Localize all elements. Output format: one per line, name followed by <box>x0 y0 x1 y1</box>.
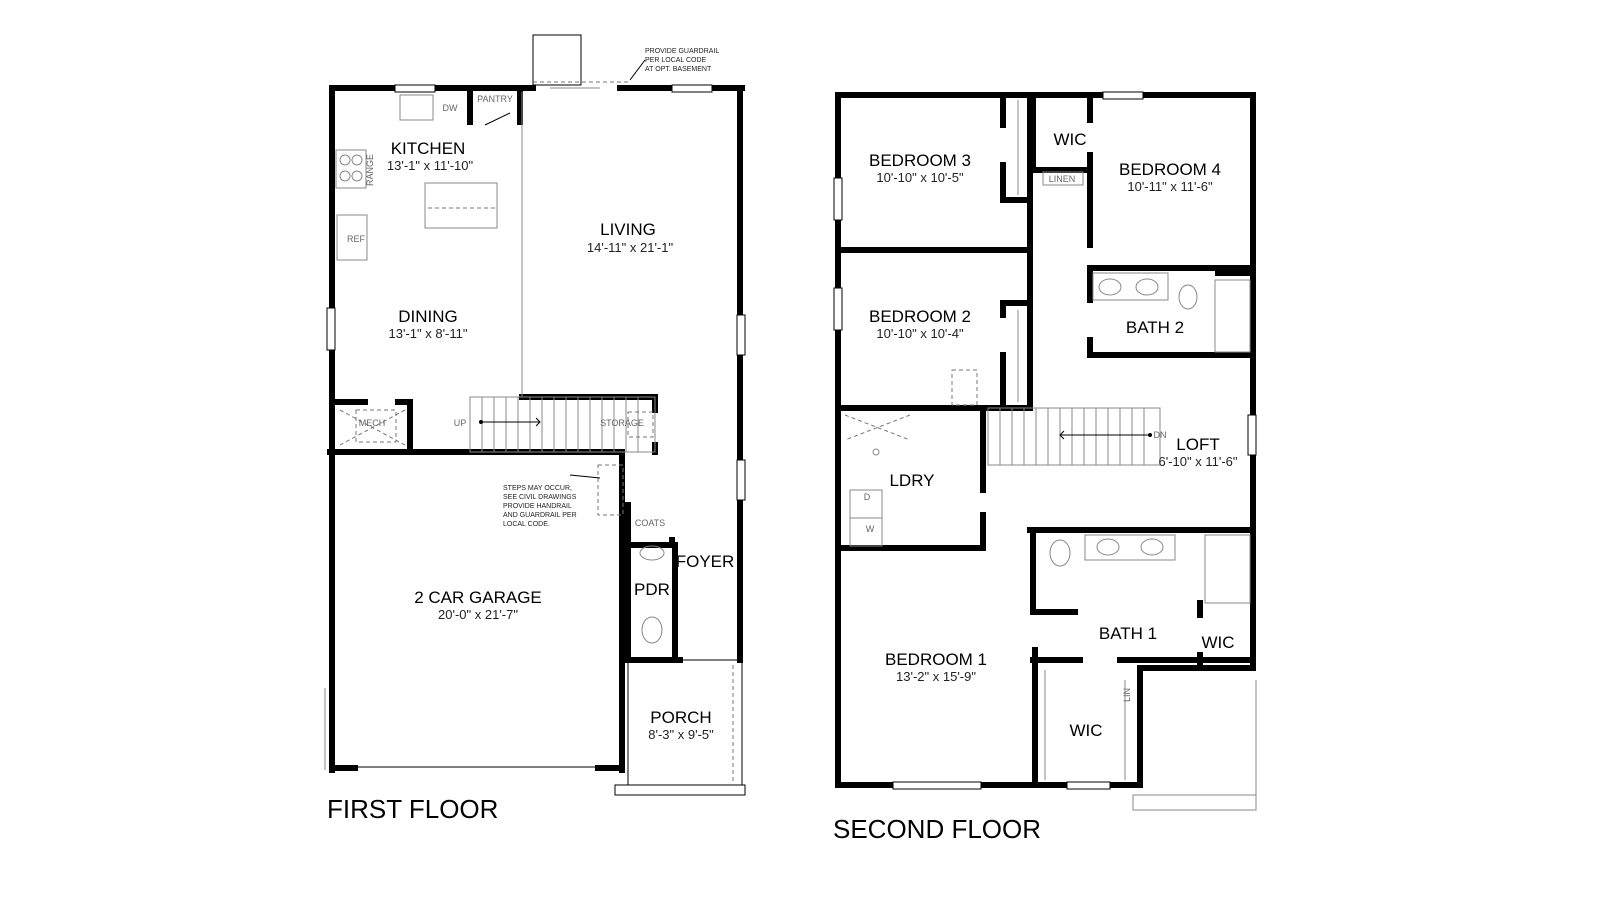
coats-label: COATS <box>635 518 665 528</box>
pantry-label: PANTRY <box>477 94 513 104</box>
window <box>833 177 843 221</box>
svg-text:AT OPT. BASEMENT: AT OPT. BASEMENT <box>645 66 712 73</box>
window <box>394 84 436 93</box>
second-floor-walls <box>835 92 1256 788</box>
room-name: BEDROOM 4 <box>1119 160 1221 179</box>
window <box>736 314 746 356</box>
linen-label: LINEN <box>1049 174 1076 184</box>
room-dimensions: 10'-10" x 10'-5" <box>876 170 964 185</box>
sink <box>639 545 665 561</box>
room-dimensions: 14'-11" x 21'-1" <box>587 240 674 255</box>
refrigerator-icon <box>336 214 368 261</box>
room-dimensions: 6'-10" x 11'-6" <box>1159 454 1238 469</box>
bathtub-icon <box>1214 279 1251 353</box>
room-name: WIC <box>1069 721 1102 740</box>
stairs <box>469 396 656 453</box>
svg-text:SEE CIVIL DRAWINGS: SEE CIVIL DRAWINGS <box>503 494 577 501</box>
room-name: BATH 1 <box>1099 624 1157 643</box>
first-floor-title: FIRST FLOOR <box>327 794 498 824</box>
window <box>736 459 746 501</box>
room-name: KITCHEN <box>391 139 466 158</box>
linen-label: LIN <box>1122 688 1132 702</box>
dryer-label: D <box>864 492 871 502</box>
room-name: LIVING <box>600 220 656 239</box>
first-floor-plan: KITCHEN 13'-1" x 11'-10" LIVING 14'-11" … <box>324 34 746 824</box>
room-name: WIC <box>1053 130 1086 149</box>
window <box>671 84 713 93</box>
svg-text:PER LOCAL CODE: PER LOCAL CODE <box>645 57 707 64</box>
stairs <box>987 407 1161 466</box>
sink <box>1096 538 1120 556</box>
room-name: LOFT <box>1176 435 1219 454</box>
room-dimensions: 20'-0" x 21'-7" <box>438 607 518 622</box>
svg-text:PROVIDE GUARDRAIL: PROVIDE GUARDRAIL <box>645 48 719 55</box>
refrigerator-label: REF <box>347 234 366 244</box>
kitchen-island <box>424 182 498 229</box>
room-dimensions: 13'-2" x 15'-9" <box>896 669 976 684</box>
range-label: RANGE <box>365 154 375 186</box>
svg-text:AND GUARDRAIL PER: AND GUARDRAIL PER <box>503 512 577 519</box>
washer-label: W <box>866 524 875 534</box>
room-name: PDR <box>634 580 670 599</box>
svg-text:LOCAL CODE.: LOCAL CODE. <box>503 521 550 528</box>
room-name: BEDROOM 2 <box>869 307 971 326</box>
svg-text:STEPS MAY OCCUR,: STEPS MAY OCCUR, <box>503 485 572 492</box>
bump-out <box>532 34 582 86</box>
room-name: FOYER <box>676 552 735 571</box>
toilet-icon <box>641 616 663 644</box>
room-dimensions: 10'-11" x 11'-6" <box>1127 179 1213 194</box>
room-name: DINING <box>398 307 458 326</box>
window <box>326 307 336 351</box>
toilet-icon <box>1049 539 1071 567</box>
sink <box>1140 538 1164 556</box>
room-dimensions: 8'-3" x 9'-5" <box>648 727 714 742</box>
first-floor-walls <box>327 85 745 773</box>
range-icon <box>335 149 367 189</box>
room-name: BEDROOM 1 <box>885 650 987 669</box>
room-name: LDRY <box>889 471 934 490</box>
stairs-down-label: DN <box>1154 430 1167 440</box>
sink <box>399 94 434 121</box>
steps-note: STEPS MAY OCCUR, SEE CIVIL DRAWINGS PROV… <box>503 485 577 528</box>
svg-text:PROVIDE HANDRAIL: PROVIDE HANDRAIL <box>503 503 572 510</box>
window <box>1102 91 1144 100</box>
shower-icon <box>1204 534 1251 604</box>
window <box>1066 781 1111 790</box>
storage-label: STORAGE <box>600 418 644 428</box>
sink <box>1135 278 1159 296</box>
stairs-up-label: UP <box>454 418 467 428</box>
room-name: PORCH <box>650 708 711 727</box>
guardrail-note: PROVIDE GUARDRAIL PER LOCAL CODE AT OPT.… <box>645 48 719 73</box>
window <box>892 781 982 790</box>
room-name: BATH 2 <box>1126 318 1184 337</box>
room-name: BEDROOM 3 <box>869 151 971 170</box>
window <box>1247 414 1257 456</box>
second-floor-title: SECOND FLOOR <box>833 814 1041 844</box>
room-dimensions: 13'-1" x 8'-11" <box>389 326 468 341</box>
toilet-icon <box>1178 284 1198 310</box>
room-dimensions: 10'-10" x 10'-4" <box>876 326 964 341</box>
second-floor-plan: BEDROOM 3 10'-10" x 10'-5" BEDROOM 4 10'… <box>833 91 1257 844</box>
room-dimensions: 13'-1" x 11'-10" <box>387 158 474 173</box>
sink <box>1098 278 1122 296</box>
washer-icon <box>849 517 883 547</box>
window <box>833 287 843 331</box>
mech-label: MECH <box>359 418 386 428</box>
dishwasher-label: DW <box>443 103 458 113</box>
room-name: WIC <box>1201 633 1234 652</box>
room-name: 2 CAR GARAGE <box>414 588 542 607</box>
